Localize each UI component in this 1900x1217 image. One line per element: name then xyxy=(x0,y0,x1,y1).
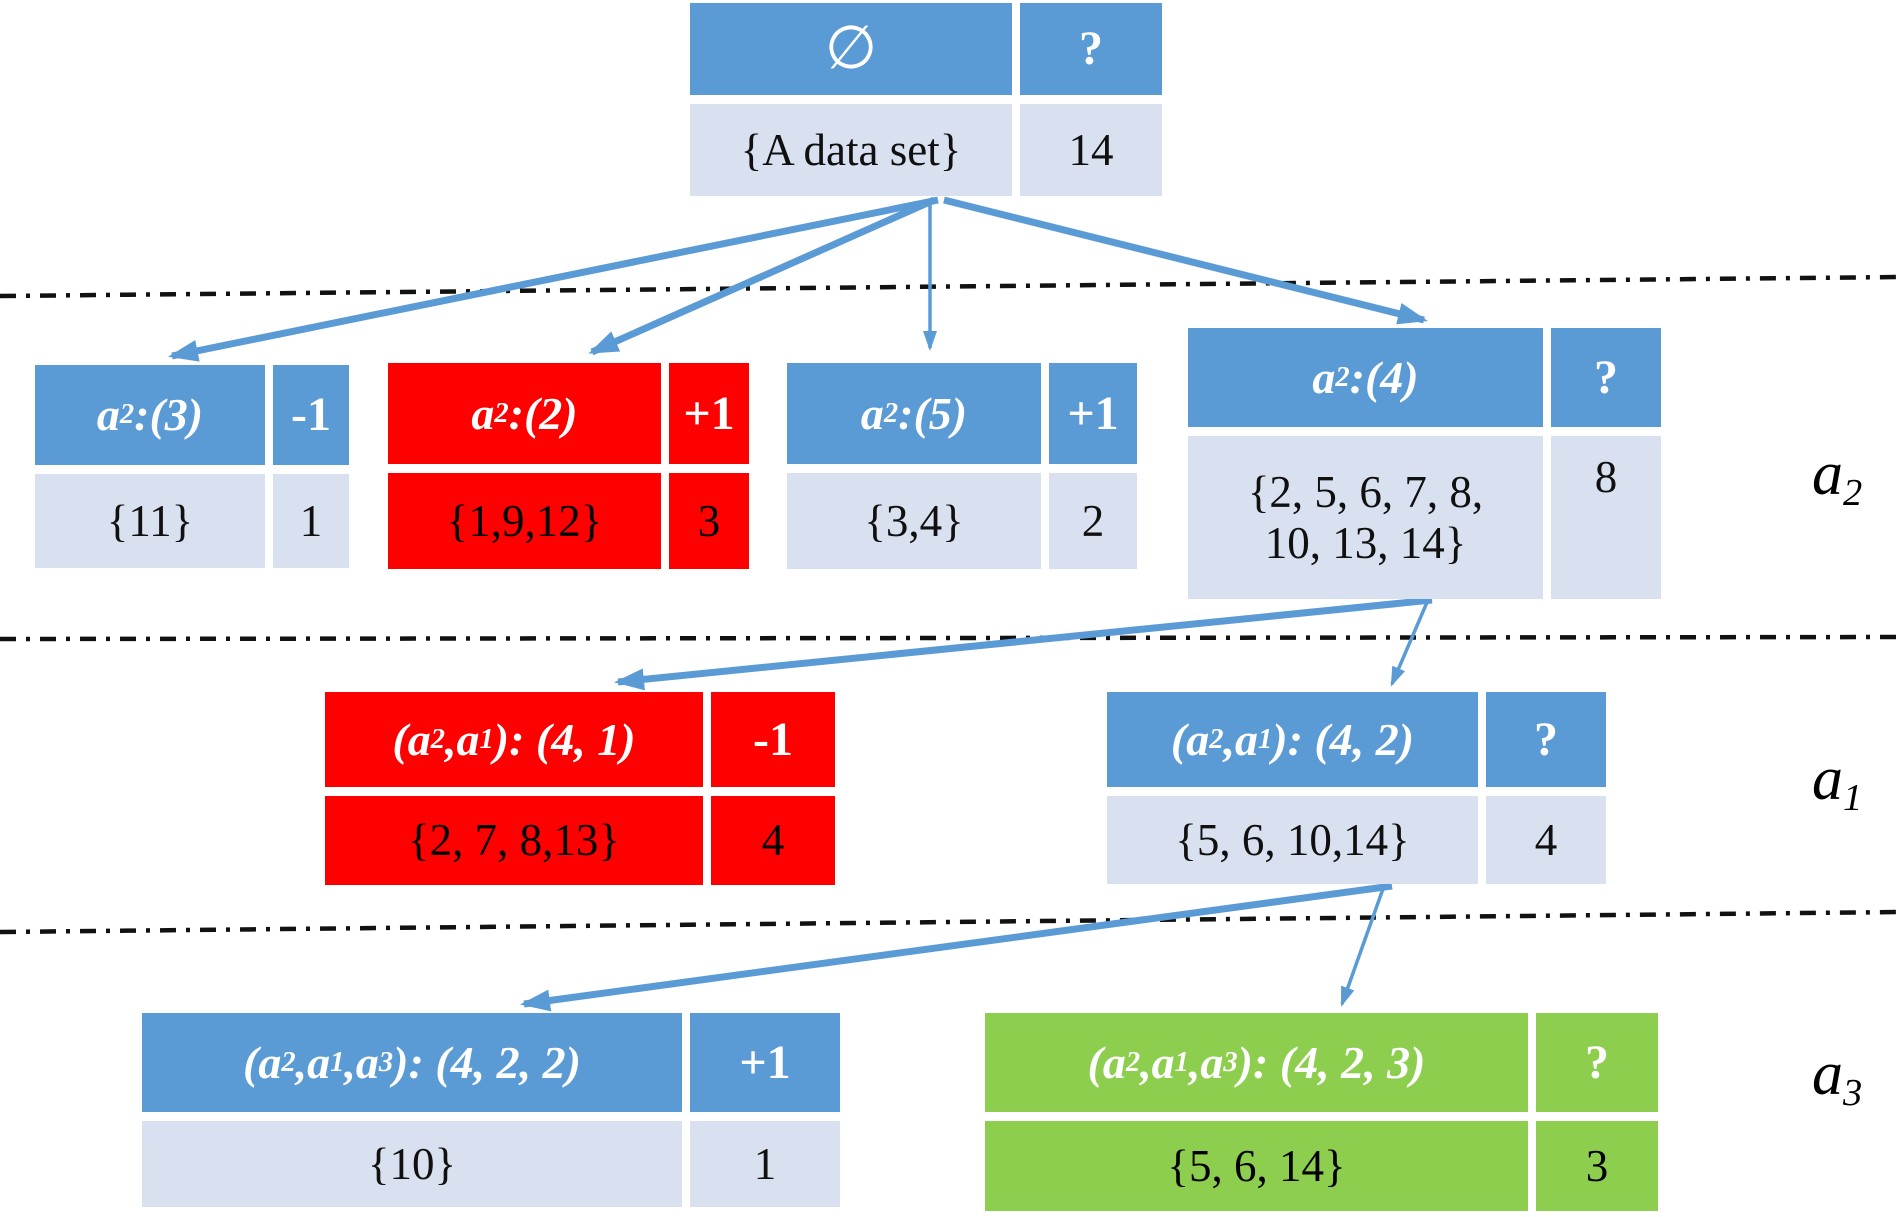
node-a2-5-set: {3,4} xyxy=(787,473,1041,569)
node-root: ∅ ? {A data set} 14 xyxy=(690,3,1162,196)
edge-a1-4-2-to-a3-4-2-3 xyxy=(1340,885,1386,1007)
edge-a2-4-to-a1-4-1 xyxy=(614,596,1433,691)
node-root-count: 14 xyxy=(1020,104,1162,196)
node-a1-4-1-set: {2, 7, 8,13} xyxy=(325,796,703,885)
node-a2-3-count: 1 xyxy=(273,474,349,568)
node-a1-4-1-flag: -1 xyxy=(711,692,835,787)
node-a2-4-set: {2, 5, 6, 7, 8, 10, 13, 14} xyxy=(1188,436,1543,599)
node-root-flag: ? xyxy=(1020,3,1162,95)
node-a3-4-2-3-count: 3 xyxy=(1536,1121,1658,1211)
node-a2-5-count: 2 xyxy=(1049,473,1137,569)
level-label-a2: a2 xyxy=(1812,440,1863,514)
node-a2-3-set: {11} xyxy=(35,474,265,568)
node-a2-2-flag: +1 xyxy=(669,363,749,464)
edge-root-to-a2-4 xyxy=(943,196,1428,325)
edge-root-to-a2-2 xyxy=(588,196,936,356)
node-root-set: {A data set} xyxy=(690,104,1012,196)
edge-root-to-a2-3 xyxy=(168,196,939,362)
separator-level-a3 xyxy=(0,909,1900,935)
node-a1-4-2-flag: ? xyxy=(1486,692,1606,787)
node-a2-5-flag: +1 xyxy=(1049,363,1137,464)
node-a2-2-set: {1,9,12} xyxy=(388,473,661,569)
separator-level-a1 xyxy=(0,634,1900,642)
separator-level-a2 xyxy=(0,274,1900,299)
node-root-header: ∅ xyxy=(690,3,1012,95)
node-a3-4-2-2-set: {10} xyxy=(142,1121,682,1207)
level-label-a3: a3 xyxy=(1812,1040,1863,1114)
node-a3-4-2-2-flag: +1 xyxy=(690,1013,840,1112)
node-a2-3-flag: -1 xyxy=(273,365,349,465)
node-a3-4-2-2-count: 1 xyxy=(690,1121,840,1207)
edge-a2-4-to-a1-4-2 xyxy=(1390,599,1430,687)
node-a1-4-1-count: 4 xyxy=(711,796,835,885)
level-label-a1: a1 xyxy=(1812,745,1863,819)
node-a2-2-count: 3 xyxy=(669,473,749,569)
node-a2-4-count: 8 xyxy=(1551,436,1661,599)
node-a1-4-2-count: 4 xyxy=(1486,796,1606,884)
node-a3-4-2-3-flag: ? xyxy=(1536,1013,1658,1112)
edge-a1-4-2-to-a3-4-2-2 xyxy=(520,882,1393,1012)
node-a3-4-2-3-set: {5, 6, 14} xyxy=(985,1121,1528,1211)
node-a2-4-flag: ? xyxy=(1551,328,1661,427)
node-a1-4-2-set: {5, 6, 10,14} xyxy=(1107,796,1478,884)
